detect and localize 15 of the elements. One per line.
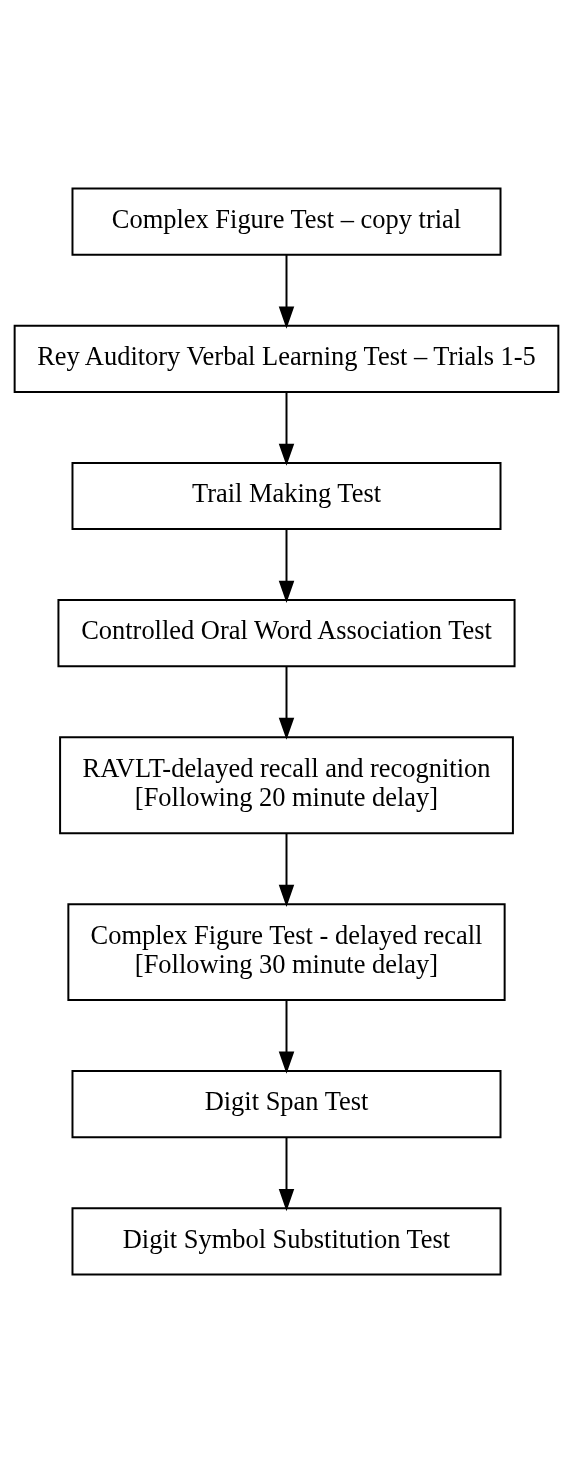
node-box: Digit Symbol Substitution Test bbox=[71, 1207, 502, 1276]
node-box: Complex Figure Test – copy trial bbox=[71, 187, 502, 256]
node-box: RAVLT-delayed recall and recognition [Following 20 minute delay] bbox=[59, 736, 514, 835]
arrow bbox=[278, 665, 295, 740]
node-box: Digit Span Test bbox=[71, 1070, 502, 1139]
node-box: Rey Auditory Verbal Learning Test – Trials 1-5 bbox=[13, 324, 560, 393]
arrow bbox=[278, 999, 295, 1074]
node-box: Complex Figure Test - delayed recall [Following 30 minute delay] bbox=[67, 903, 506, 1002]
arrow bbox=[278, 832, 295, 907]
arrow bbox=[278, 1136, 295, 1212]
node-box: Controlled Oral Word Association Test bbox=[57, 599, 516, 668]
node-box: Trail Making Test bbox=[71, 461, 502, 531]
arrow bbox=[278, 254, 295, 329]
arrow bbox=[278, 391, 295, 466]
arrow bbox=[278, 528, 295, 603]
